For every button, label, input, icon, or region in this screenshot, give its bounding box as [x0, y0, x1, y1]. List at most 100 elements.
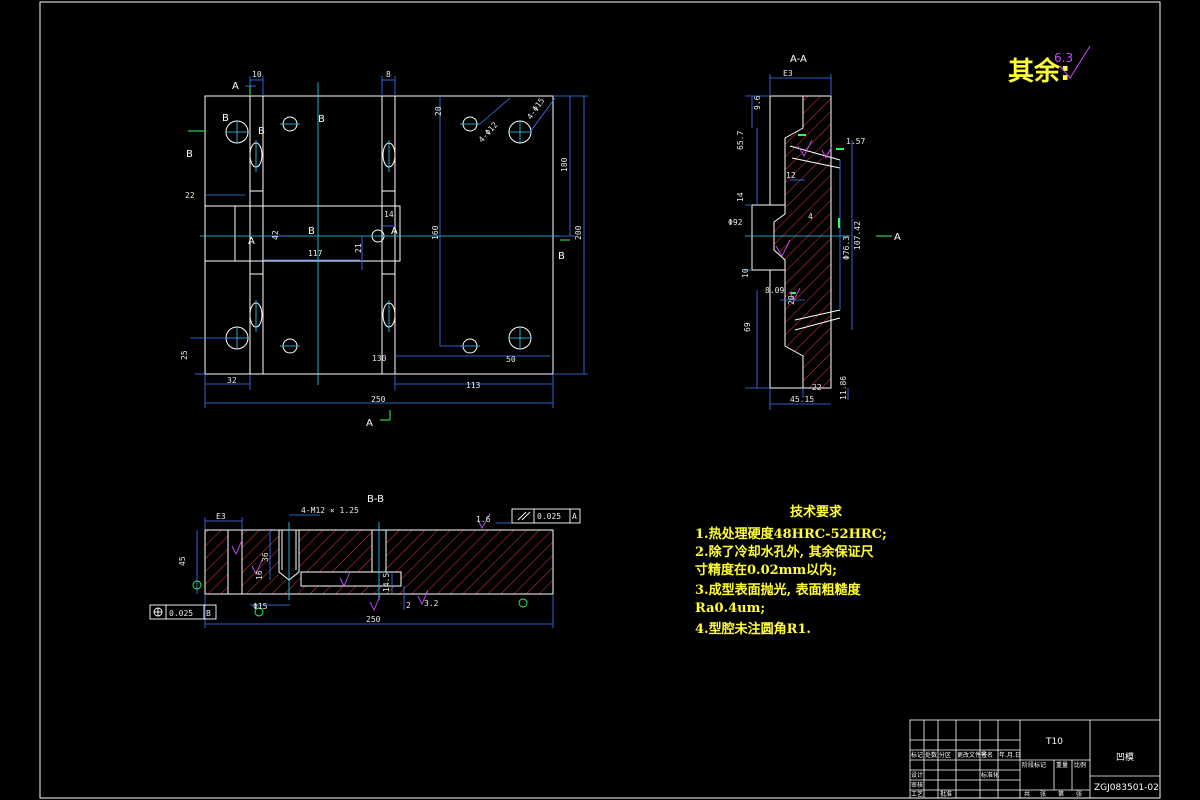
bb-dim-flat: 0.025: [537, 512, 561, 521]
cut-label-a-top: A: [232, 81, 239, 92]
section-aa-title: A-A: [790, 54, 807, 65]
section-aa-arrow-label: A: [894, 232, 901, 243]
dim-22: 22: [185, 191, 195, 200]
aa-dim-657: 65.7: [736, 131, 745, 150]
bb-dim-2: 2: [406, 601, 411, 610]
aa-dim-992: Φ92: [728, 218, 743, 227]
section-bb: B-B E3 4-M12 × 1.25 0.025 A 45 36 16 Φ15…: [149, 494, 581, 628]
tb-cell: 标记: [911, 751, 923, 759]
bb-dim-e3: E3: [216, 512, 226, 521]
bb-dim-45: 45: [178, 556, 187, 566]
cut-label-a-right: A: [391, 226, 398, 237]
requirement-line-6: 4.型腔未注圆角R1.: [695, 621, 811, 637]
aa-dim-10: 10: [741, 268, 750, 278]
plan-view: [204, 95, 554, 375]
plan-dimension-lines: [190, 76, 588, 408]
bb-dim-datum: A: [572, 512, 577, 521]
tb-cell: 更改文件号: [957, 751, 987, 759]
bb-dim-15: Φ15: [253, 602, 268, 611]
dim-20: 20: [434, 106, 443, 116]
dim-130: 130: [372, 354, 387, 363]
tb-cell: 设计: [911, 771, 923, 779]
tb-cell: 张: [1076, 790, 1082, 798]
aa-dim-20: 20: [787, 295, 796, 305]
tb-cell: 分区: [939, 751, 951, 759]
cut-label-b-3: B: [318, 114, 325, 125]
title-block-material: T10: [1045, 737, 1063, 747]
dim-50: 50: [506, 355, 516, 364]
tb-cell: 重量: [1056, 761, 1068, 769]
dim-180: 180: [560, 157, 569, 172]
roughness-prefix: 其余:: [1008, 56, 1070, 87]
dim-25: 25: [180, 350, 189, 360]
aa-dim-96: 9.6: [753, 95, 762, 110]
requirement-line-3: 寸精度在0.02mm以内;: [695, 562, 837, 578]
aa-dim-1074: 107.42: [853, 221, 862, 250]
dim-hole4b: 4-Φ15: [525, 96, 546, 121]
bb-dim-36: 36: [261, 552, 270, 562]
dim-32: 32: [227, 376, 237, 385]
aa-dim-763: Φ76.3: [842, 236, 851, 260]
dim-200: 200: [574, 225, 583, 240]
roughness-symbol-icon: [1059, 45, 1091, 79]
roughness-value: 6.3: [1054, 51, 1073, 65]
bb-roughness-16: 1.6: [476, 515, 491, 524]
tb-cell: 比例: [1074, 761, 1086, 769]
requirement-line-5: Ra0.4um;: [695, 601, 765, 616]
dim-160: 160: [431, 225, 440, 240]
aa-dim-809: 8.09: [765, 286, 784, 295]
aa-dim-4515: 45.15: [790, 395, 814, 404]
title-block: T10 凹模 ZGJ083501-02 标记 处数 分区 更改文件号 签名 年.…: [909, 719, 1161, 799]
cut-label-a-bottom: A: [366, 418, 373, 429]
bb-dim-16: 16: [255, 570, 264, 580]
sheet-border: [39, 1, 1161, 799]
aa-dim-22: 22: [812, 383, 822, 392]
tb-cell: 工艺: [911, 790, 923, 798]
tb-cell: 批准: [940, 790, 952, 798]
aa-dim-4: 4: [808, 212, 813, 221]
tb-cell: 第: [1058, 790, 1064, 798]
section-bb-title: B-B: [367, 494, 384, 505]
aa-dim-14: 14: [736, 192, 745, 202]
bb-roughness-32: 3.2: [424, 599, 439, 608]
tb-cell: 处数: [925, 751, 937, 759]
aa-dim-69: 69: [743, 322, 752, 332]
dim-117: 117: [308, 249, 323, 258]
aa-dim-12: 12: [786, 171, 796, 180]
tb-cell: 标准化: [981, 771, 999, 779]
dim-10: 10: [252, 70, 262, 79]
bb-dim-thread: 4-M12 × 1.25: [301, 506, 359, 515]
bb-dim-250: 250: [366, 615, 381, 624]
tb-cell: 年.月.日: [999, 751, 1021, 759]
aa-dim-e3: E3: [783, 69, 793, 78]
section-aa: A-A A E3 9.6 65.7 12 14 Φ92 1.57 4 Φ76.3…: [728, 54, 901, 410]
aa-dim-157: 1.57: [846, 137, 865, 146]
cut-label-b-right: B: [558, 251, 565, 262]
dim-21: 21: [354, 243, 363, 253]
requirement-line-4: 3.成型表面抛光, 表面粗糙度: [695, 582, 862, 598]
bb-dim-145: 14.5: [382, 573, 391, 592]
dim-14: 14: [384, 210, 394, 219]
requirement-line-1: 1.热处理硬度48HRC-52HRC;: [695, 526, 887, 542]
technical-requirements: 技术要求 1.热处理硬度48HRC-52HRC; 2.除了冷却水孔外, 其余保证…: [695, 504, 887, 637]
roughness-note: 其余: 6.3: [1008, 45, 1091, 87]
plan-center-lines: [200, 82, 560, 385]
tb-cell: 签名: [981, 751, 993, 759]
aa-dim-1186: 11.86: [839, 376, 848, 400]
dim-8: 8: [386, 70, 391, 79]
bb-dim-datum-b: B: [206, 609, 211, 618]
title-block-part-name: 凹模: [1116, 752, 1134, 763]
bb-dim-pos: 0.025: [169, 609, 193, 618]
cut-markers: [188, 86, 570, 421]
dim-250: 250: [371, 395, 386, 404]
cut-label-b-2: B: [258, 126, 265, 137]
title-block-drawing-no: ZGJ083501-02: [1094, 783, 1159, 793]
cut-label-a-mid: A: [248, 236, 255, 247]
requirements-title: 技术要求: [790, 504, 843, 520]
tb-cell: 审核: [911, 781, 923, 789]
tb-cell: 张: [1040, 790, 1046, 798]
dim-42: 42: [271, 230, 280, 240]
tb-cell: 阶段标记: [1022, 761, 1046, 769]
dim-113: 113: [466, 381, 481, 390]
